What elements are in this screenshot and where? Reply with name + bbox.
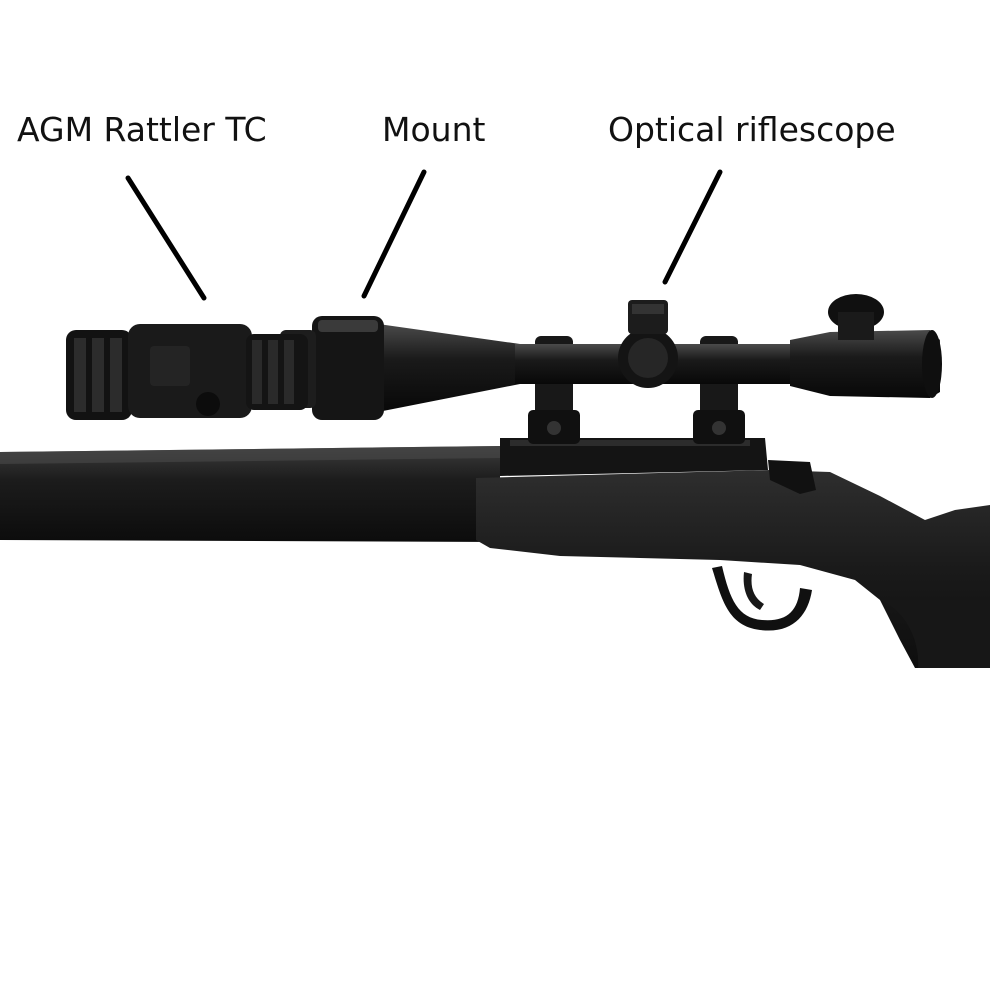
agm-rattler-device [66, 324, 308, 420]
callout-mount-label: Mount [382, 110, 486, 149]
rifle-body [0, 438, 990, 668]
scope-leader-line [662, 169, 723, 285]
mount-leader-line [361, 169, 427, 299]
callout-agm-rattler-label: AGM Rattler TC [17, 110, 267, 149]
optical-riflescope [378, 294, 942, 412]
callout-optical-riflescope-label: Optical riflescope [608, 110, 896, 149]
agm-leader-line [125, 175, 207, 301]
